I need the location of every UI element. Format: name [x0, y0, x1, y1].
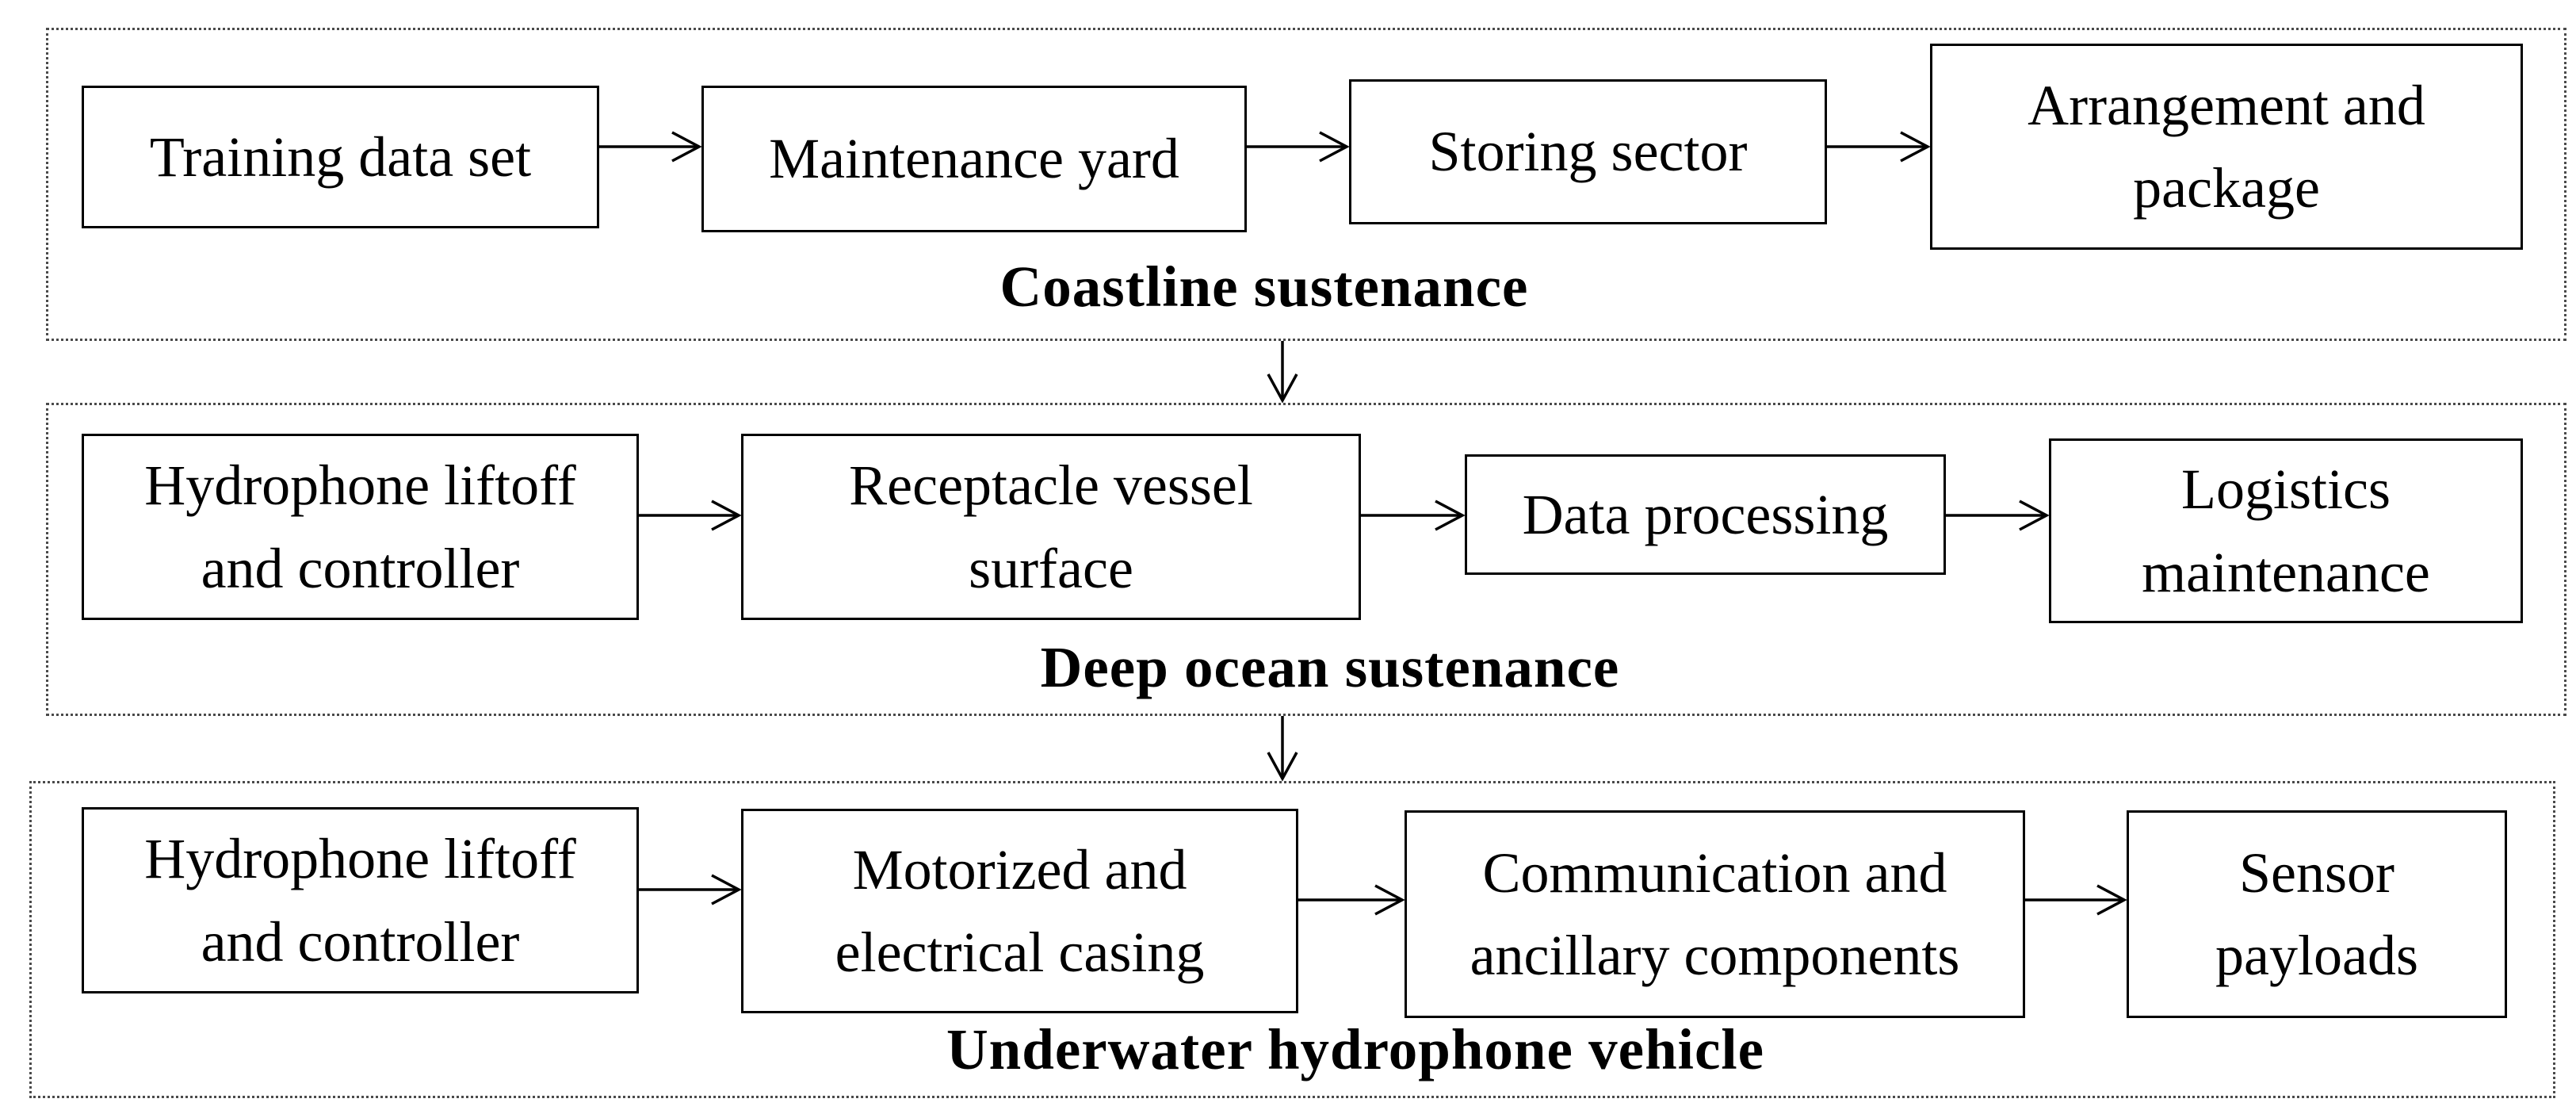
box-label: Logistics maintenance [2142, 457, 2430, 604]
box-label: Arrangement and package [2028, 73, 2425, 220]
box-sensor-payloads: Sensor payloads [2127, 810, 2507, 1018]
group-underwater-hydrophone-vehicle [29, 781, 2555, 1098]
box-label: Communication and ancillary components [1470, 840, 1960, 987]
box-label: Hydrophone liftoff and controller [144, 454, 576, 600]
group-deep-ocean-sustenance [46, 403, 2566, 716]
arrow-communication-to-sensor [2025, 884, 2127, 916]
arrow-maintenance-to-storing [1247, 131, 1350, 163]
group-coastline-sustenance [46, 28, 2566, 341]
box-label: Hydrophone liftoff and controller [144, 827, 576, 974]
box-label: Maintenance yard [769, 127, 1179, 191]
box-training-data-set: Training data set [82, 86, 599, 228]
box-receptacle-vessel-surface: Receptacle vessel surface [741, 434, 1361, 620]
arrow-storing-to-arrangement [1827, 131, 1931, 163]
arrow-hydrophone-to-receptacle [639, 500, 742, 531]
box-label: Training data set [149, 124, 532, 189]
box-label: Sensor payloads [2215, 840, 2418, 987]
box-data-processing: Data processing [1465, 454, 1946, 575]
arrow-receptacle-to-data-processing [1361, 500, 1466, 531]
box-label: Data processing [1522, 482, 1889, 546]
box-motorized-electrical-casing: Motorized and electrical casing [741, 809, 1298, 1013]
arrow-motorized-to-communication [1298, 884, 1405, 916]
box-hydrophone-liftoff-controller: Hydrophone liftoff and controller [82, 434, 639, 620]
box-logistics-maintenance: Logistics maintenance [2049, 438, 2523, 623]
arrow-deep-ocean-to-underwater [1267, 716, 1298, 782]
group-title-coastline: Coastline sustenance [999, 255, 1529, 319]
box-label: Motorized and electrical casing [835, 837, 1205, 984]
box-hydrophone-liftoff-controller-2: Hydrophone liftoff and controller [82, 807, 639, 993]
arrow-coastline-to-deep-ocean [1267, 341, 1298, 404]
box-storing-sector: Storing sector [1349, 79, 1827, 224]
arrow-training-to-maintenance [599, 131, 702, 163]
box-maintenance-yard: Maintenance yard [701, 86, 1247, 232]
box-label: Receptacle vessel surface [849, 454, 1253, 600]
box-label: Storing sector [1428, 120, 1748, 184]
arrow-hydrophone-to-motorized [639, 874, 742, 905]
box-communication-ancillary-components: Communication and ancillary components [1405, 810, 2025, 1018]
group-title-underwater-vehicle: Underwater hydrophone vehicle [946, 1017, 1765, 1081]
group-title-deep-ocean: Deep ocean sustenance [1040, 635, 1620, 699]
arrow-data-processing-to-logistics [1946, 500, 2050, 531]
box-arrangement-and-package: Arrangement and package [1930, 44, 2523, 250]
